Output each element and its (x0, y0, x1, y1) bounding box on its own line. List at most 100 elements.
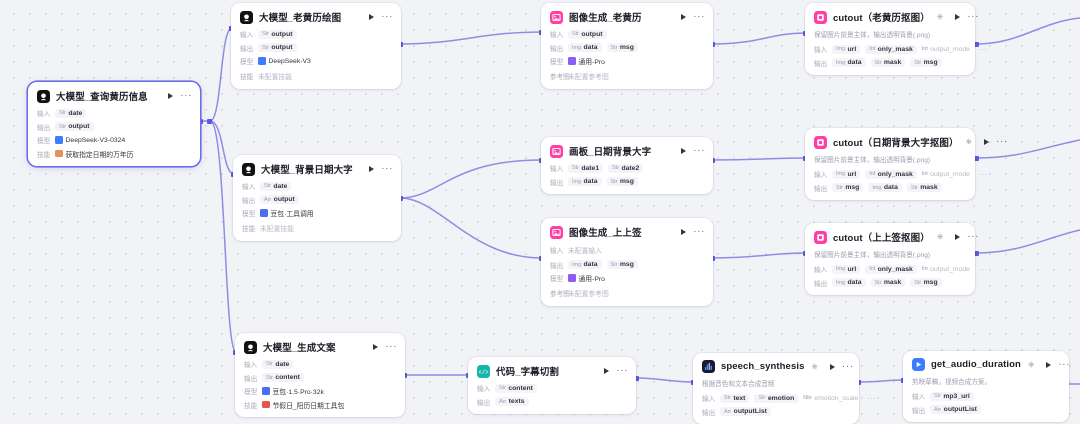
more-icon[interactable]: ··· (1058, 358, 1071, 370)
node-cutout_date_text[interactable]: cutout（日期背景大字抠图）⎈···保留图片前景主体，输出透明背景(.png… (805, 128, 1007, 200)
more-icon[interactable]: ··· (381, 163, 393, 174)
row-tag[interactable]: 获取指定日期的万年历 (55, 149, 133, 159)
row-tag[interactable]: 豆包·工具调用 (260, 208, 314, 218)
more-icon[interactable]: ··· (693, 11, 705, 22)
node-cutout_almanac[interactable]: cutout（老黄历抠图）⎈···保留图片前景主体，输出透明背景(.png)输入… (805, 3, 987, 75)
row-tag[interactable]: DeepSeek-V3 (258, 57, 311, 65)
run-icon[interactable] (955, 234, 961, 240)
run-icon[interactable] (681, 148, 687, 154)
more-icon[interactable]: ··· (841, 360, 854, 372)
run-icon[interactable] (681, 229, 687, 235)
run-icon[interactable] (955, 14, 961, 20)
port-out-code[interactable] (634, 376, 639, 381)
row-more-icon[interactable]: ··· (978, 264, 987, 274)
row-more-icon[interactable]: ··· (978, 44, 987, 54)
run-icon[interactable] (373, 344, 379, 350)
more-icon[interactable]: ··· (381, 11, 393, 22)
more-icon[interactable]: ··· (616, 365, 628, 376)
more-icon[interactable]: ··· (385, 341, 397, 352)
port-out-cutout-date[interactable] (974, 156, 979, 161)
row-tag[interactable]: 通用-Pro (568, 273, 605, 283)
row-tag[interactable]: 节假日_阳历日期工具包 (262, 400, 344, 410)
more-icon[interactable]: ··· (693, 226, 705, 237)
more-icon[interactable]: ··· (693, 145, 705, 156)
run-icon[interactable] (829, 363, 835, 370)
run-icon[interactable] (984, 139, 990, 145)
more-icon[interactable]: ··· (967, 11, 980, 22)
row-tag[interactable]: 豆包·1.5·Pro·32k (262, 386, 324, 396)
more-icon[interactable]: ··· (996, 136, 1008, 147)
run-icon[interactable] (369, 14, 375, 20)
more-icon[interactable]: ··· (967, 231, 980, 242)
run-icon[interactable] (681, 14, 687, 20)
row-more-icon[interactable]: ··· (978, 169, 987, 179)
row-more-icon[interactable]: ··· (867, 393, 876, 403)
port-branch[interactable] (207, 119, 212, 124)
row-tag[interactable]: 通用-Pro (568, 56, 605, 66)
port-out-llm-query[interactable] (198, 119, 203, 124)
port-out-cutout-lucky[interactable] (974, 251, 979, 256)
node-cutout_lucky[interactable]: cutout（上上签抠图）⎈···保留图片前景主体，输出透明背景(.png)输入… (805, 223, 987, 295)
port-out-cutout-almanac[interactable] (974, 42, 979, 47)
row-tag[interactable]: DeepSeek-V3-0324 (55, 136, 125, 144)
run-icon[interactable] (1046, 361, 1052, 368)
run-icon[interactable] (168, 93, 174, 99)
run-icon[interactable] (369, 166, 375, 172)
run-icon[interactable] (604, 368, 610, 374)
